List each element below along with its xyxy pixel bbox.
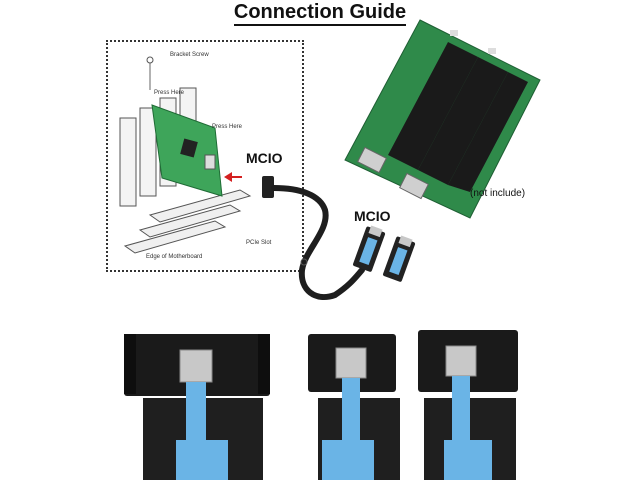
press-here-label-1: Press Here xyxy=(154,90,185,96)
pcie-slots xyxy=(123,189,252,254)
installation-diagram xyxy=(106,40,304,272)
motherboard-label: Edge of Motherboard xyxy=(146,254,203,260)
pcie-slot-label: PCIe Slot xyxy=(246,240,272,246)
riser-board xyxy=(344,19,541,219)
connector-closeup-middle xyxy=(308,334,400,480)
not-include-label: (not include) xyxy=(470,188,526,199)
mcio-cable xyxy=(262,176,365,300)
press-here-label-2: Press Here xyxy=(212,124,243,130)
page-title: Connection Guide xyxy=(0,0,640,26)
pcie-card xyxy=(151,104,242,197)
connector-closeup-right xyxy=(418,330,518,480)
mcio-label-mid: MCIO xyxy=(354,208,391,224)
bracket-screw-label: Bracket Screw xyxy=(170,52,209,58)
mcio-connector-pair xyxy=(353,225,416,282)
mcio-label-top: MCIO xyxy=(246,150,283,166)
connector-closeup-left xyxy=(124,334,270,480)
